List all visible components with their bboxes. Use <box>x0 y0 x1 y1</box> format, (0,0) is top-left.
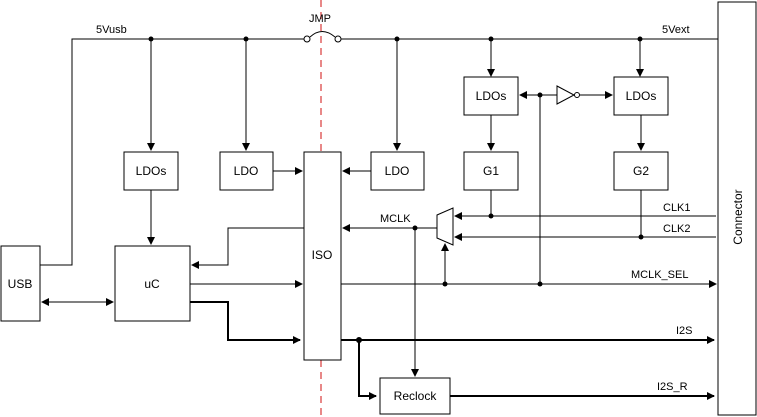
jumper-label: JMP <box>309 13 331 25</box>
rail-label-5vext: 5Vext <box>662 24 690 36</box>
block-g1-label: G1 <box>483 164 499 178</box>
block-ldo-right: LDO <box>370 151 425 191</box>
block-ldos-g2-label: LDOs <box>626 89 657 103</box>
block-usb: USB <box>0 245 41 322</box>
block-iso: ISO <box>303 151 342 361</box>
block-g2: G2 <box>613 151 669 191</box>
jumper: JMP <box>303 13 342 43</box>
signal-label-mclk-sel: MCLK_SEL <box>631 269 688 281</box>
block-reclock-label: Reclock <box>394 389 438 403</box>
signal-label-clk2: CLK2 <box>663 223 691 235</box>
signal-label-i2s-r: I2S_R <box>657 381 688 393</box>
block-connector-label: Connector <box>731 189 745 244</box>
clock-mux <box>436 207 454 246</box>
power-rail-usb: 5Vusb <box>40 24 304 266</box>
inverter <box>519 85 613 105</box>
block-ldo-right-label: LDO <box>385 164 410 178</box>
signal-label-i2s: I2S <box>676 325 693 337</box>
block-uc: uC <box>114 245 191 322</box>
block-ldos-g1: LDOs <box>463 76 519 116</box>
block-usb-label: USB <box>8 277 33 291</box>
block-ldos-left-label: LDOs <box>136 164 167 178</box>
signal-label-mclk: MCLK <box>380 213 411 225</box>
block-connector: Connector <box>717 1 757 416</box>
block-ldo-mid-label: LDO <box>234 164 259 178</box>
block-g2-label: G2 <box>633 164 649 178</box>
block-ldos-g2: LDOs <box>613 76 669 116</box>
block-reclock: Reclock <box>379 377 451 415</box>
block-ldo-mid: LDO <box>219 151 274 191</box>
power-rail-ext: 5Vext <box>341 24 718 40</box>
block-uc-label: uC <box>144 277 160 291</box>
block-ldos-left: LDOs <box>123 151 179 191</box>
block-g1: G1 <box>463 151 519 191</box>
block-iso-label: ISO <box>312 248 333 262</box>
rail-label-5vusb: 5Vusb <box>96 24 127 36</box>
signal-label-clk1: CLK1 <box>663 202 691 214</box>
block-ldos-g1-label: LDOs <box>476 89 507 103</box>
